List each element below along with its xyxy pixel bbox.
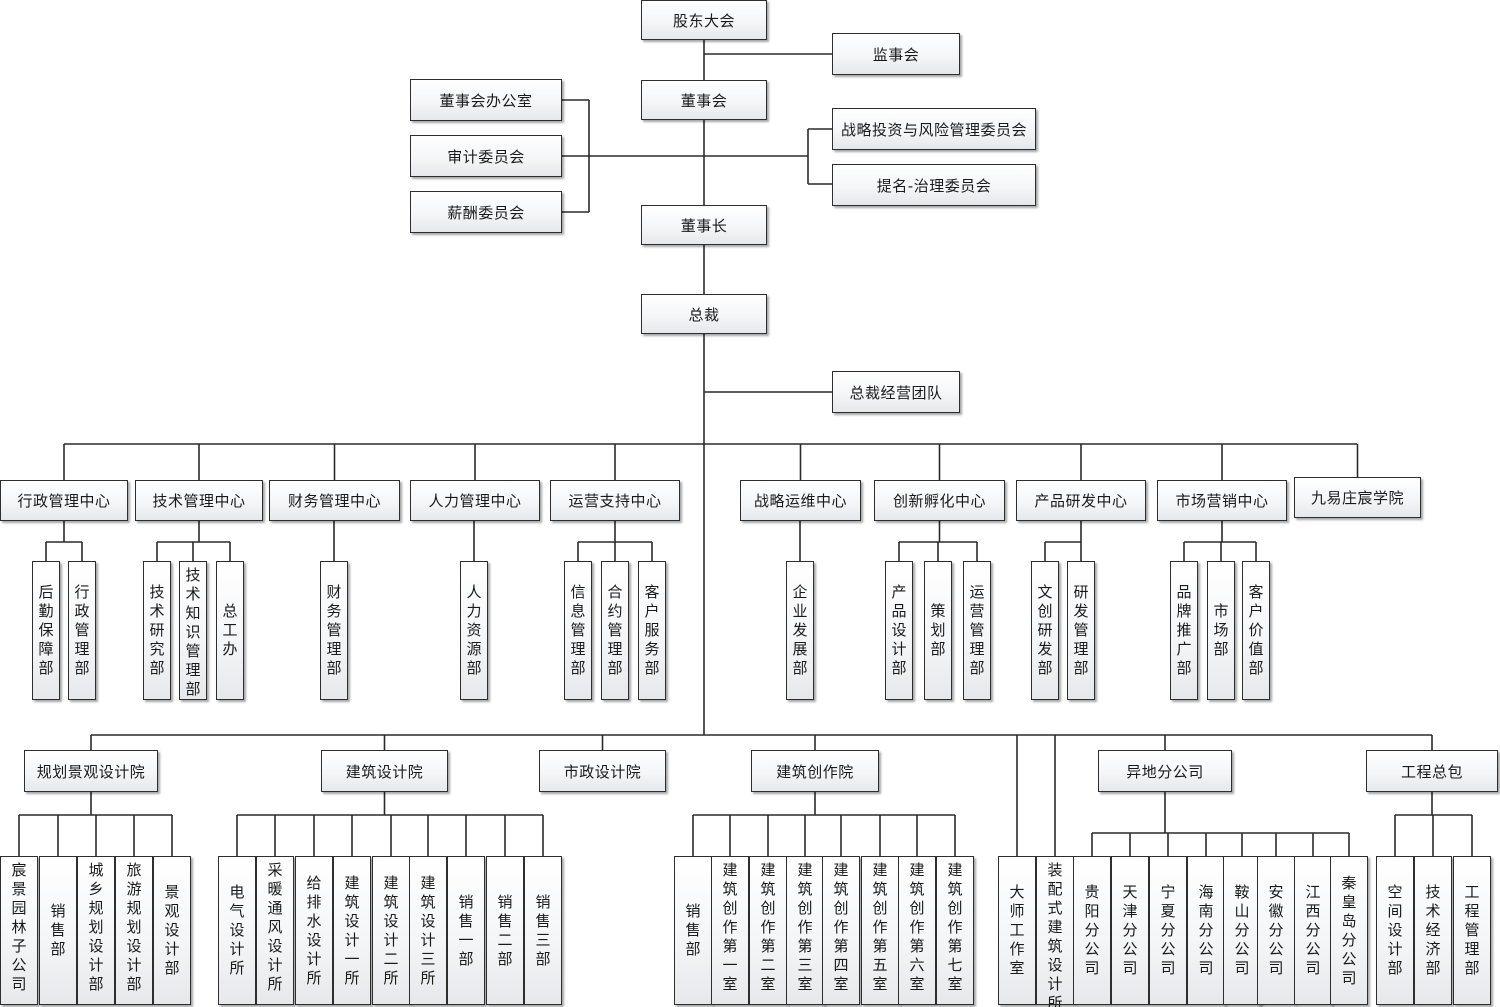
center-6-dept-2: 运营管理部 xyxy=(963,561,991,700)
center-4: 运营支持中心 xyxy=(550,480,680,521)
center-7-dept-0: 文创研发部 xyxy=(1031,561,1059,700)
institute-6-dept-0: 贵阳分公司 xyxy=(1073,856,1111,1005)
node-board-of-directors: 董事会 xyxy=(641,80,767,120)
institute-3: 建筑创作院 xyxy=(751,750,879,792)
institute-6-dept-5: 安徽分公司 xyxy=(1257,856,1295,1005)
center-4-dept-1: 合约管理部 xyxy=(601,561,629,700)
institute-1-dept-6: 销售一部 xyxy=(447,856,485,1005)
institute-1-dept-8: 销售三部 xyxy=(524,856,562,1005)
center-0: 行政管理中心 xyxy=(0,480,128,521)
institute-7-dept-0: 空间设计部 xyxy=(1376,856,1414,1005)
institute-1-dept-3: 建筑设计一所 xyxy=(333,856,371,1005)
node-supervisory-board: 监事会 xyxy=(832,33,960,75)
institute-3-dept-5: 建筑创作第五室 xyxy=(861,856,899,1005)
node-president-team: 总裁经营团队 xyxy=(832,371,960,413)
center-1-dept-1: 技术知识管理部 xyxy=(179,561,207,700)
institute-6-dept-2: 宁夏分公司 xyxy=(1149,856,1187,1005)
institute-1-dept-4: 建筑设计二所 xyxy=(372,856,410,1005)
institute-1-dept-5: 建筑设计三所 xyxy=(409,856,447,1005)
center-7: 产品研发中心 xyxy=(1016,480,1146,521)
institute-7-dept-1: 技术经济部 xyxy=(1414,856,1452,1005)
center-8: 市场营销中心 xyxy=(1157,480,1287,521)
center-2-dept-0: 财务管理部 xyxy=(320,561,348,700)
center-8-dept-0: 品牌推广部 xyxy=(1170,561,1198,700)
center-5-dept-0: 企业发展部 xyxy=(786,561,814,700)
center-4-dept-2: 客户服务部 xyxy=(638,561,666,700)
institute-6-dept-6: 江西分公司 xyxy=(1294,856,1332,1005)
node-nomination-committee: 提名-治理委员会 xyxy=(832,164,1036,206)
center-5: 战略运维中心 xyxy=(740,480,861,521)
center-6-dept-1: 策划部 xyxy=(924,561,952,700)
node-chairman: 董事长 xyxy=(641,205,767,245)
institute-0-dept-3: 旅游规划设计部 xyxy=(115,856,153,1005)
institute-6: 异地分公司 xyxy=(1098,750,1232,792)
institute-6-dept-7: 秦皇岛分公司 xyxy=(1330,856,1368,1005)
institute-6-dept-1: 天津分公司 xyxy=(1111,856,1149,1005)
institute-3-dept-4: 建筑创作第四室 xyxy=(822,856,860,1005)
center-2: 财务管理中心 xyxy=(269,480,400,521)
institute-5-dept-0: 装配式建筑设计所 xyxy=(1036,856,1074,1007)
node-president: 总裁 xyxy=(641,294,767,334)
institute-3-dept-6: 建筑创作第六室 xyxy=(898,856,936,1005)
center-4-dept-0: 信息管理部 xyxy=(564,561,592,700)
institute-0: 规划景观设计院 xyxy=(24,750,158,792)
center-3: 人力管理中心 xyxy=(410,480,540,521)
center-7-dept-1: 研发管理部 xyxy=(1067,561,1095,700)
node-audit-committee: 审计委员会 xyxy=(410,135,562,177)
node-board-office: 董事会办公室 xyxy=(410,79,562,121)
institute-2: 市政设计院 xyxy=(539,750,666,792)
institute-3-dept-0: 销售部 xyxy=(674,856,712,1005)
institute-4-dept-0: 大师工作室 xyxy=(998,856,1036,1005)
center-8-dept-1: 市场部 xyxy=(1207,561,1235,700)
node-shareholders-meeting: 股东大会 xyxy=(641,0,767,40)
institute-3-dept-1: 建筑创作第一室 xyxy=(711,856,749,1005)
institute-1-dept-2: 给排水设计所 xyxy=(295,856,333,1005)
center-1: 技术管理中心 xyxy=(135,480,263,521)
center-6: 创新孵化中心 xyxy=(874,480,1005,521)
institute-3-dept-7: 建筑创作第七室 xyxy=(936,856,974,1005)
institute-6-dept-4: 鞍山分公司 xyxy=(1223,856,1261,1005)
institute-1: 建筑设计院 xyxy=(321,750,448,792)
institute-1-dept-0: 电气设计所 xyxy=(218,856,256,1005)
institute-6-dept-3: 海南分公司 xyxy=(1187,856,1225,1005)
institute-7-dept-2: 工程管理部 xyxy=(1453,856,1491,1005)
center-0-dept-1: 行政管理部 xyxy=(68,561,96,700)
center-8-dept-2: 客户价值部 xyxy=(1242,561,1270,700)
institute-1-dept-7: 销售二部 xyxy=(486,856,524,1005)
institute-3-dept-2: 建筑创作第二室 xyxy=(749,856,787,1005)
institute-7: 工程总包 xyxy=(1366,750,1498,792)
center-6-dept-0: 产品设计部 xyxy=(885,561,913,700)
institute-0-dept-0: 宸景园林子公司 xyxy=(0,856,38,1005)
center-9: 九易庄宸学院 xyxy=(1294,477,1421,518)
institute-0-dept-2: 城乡规划设计部 xyxy=(77,856,115,1005)
institute-1-dept-1: 采暖通风设计所 xyxy=(256,856,294,1005)
center-3-dept-0: 人力资源部 xyxy=(460,561,488,700)
institute-0-dept-1: 销售部 xyxy=(39,856,77,1005)
institute-0-dept-4: 景观设计部 xyxy=(153,856,191,1005)
node-strategy-risk-committee: 战略投资与风险管理委员会 xyxy=(832,108,1036,150)
node-compensation-committee: 薪酬委员会 xyxy=(410,191,562,233)
center-0-dept-0: 后勤保障部 xyxy=(32,561,60,700)
institute-3-dept-3: 建筑创作第三室 xyxy=(786,856,824,1005)
center-1-dept-0: 技术研究部 xyxy=(143,561,171,700)
center-1-dept-2: 总工办 xyxy=(216,561,244,700)
